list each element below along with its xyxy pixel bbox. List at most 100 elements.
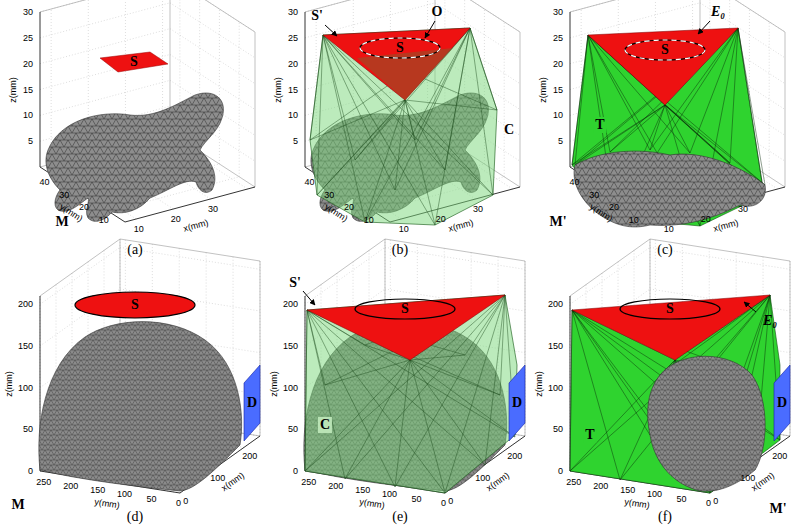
detector-plane <box>244 365 260 441</box>
source-ellipse-dash <box>625 40 705 60</box>
box-edge <box>120 239 260 261</box>
tick-label: 200 <box>283 300 298 309</box>
tick-label: 100 <box>210 474 225 483</box>
part-letter: S <box>661 43 669 57</box>
hull-edge <box>310 28 470 140</box>
tick-label: 0 <box>293 467 298 476</box>
tick-label: 10 <box>23 111 33 120</box>
tick-label: 200 <box>593 481 608 490</box>
tick-label: 15 <box>23 85 33 94</box>
part-letter: M <box>11 498 24 512</box>
hull-edge <box>738 28 765 185</box>
mesh-model <box>46 93 224 221</box>
panel-caption: (a) <box>127 243 143 257</box>
tick-label: 200 <box>548 300 563 309</box>
part-letter: S' <box>289 276 301 290</box>
grid-line <box>170 0 255 32</box>
tick-label: 200 <box>328 481 343 490</box>
axis-label: y(mm) <box>358 497 385 510</box>
hull-edge <box>410 360 485 465</box>
grid-line <box>170 3 255 58</box>
grid-line <box>219 9 220 164</box>
truncated-hull <box>570 295 780 493</box>
hull-edge <box>395 100 405 190</box>
tick-label: 100 <box>382 490 397 499</box>
grid-line <box>305 247 385 304</box>
tick-label: 50 <box>412 494 422 503</box>
tick-label: 5 <box>558 137 563 146</box>
hull-edge <box>470 28 493 195</box>
hull-edge <box>405 100 493 195</box>
tick-label: 20 <box>23 59 33 68</box>
hull-edge <box>588 35 610 152</box>
tick-label: 50 <box>23 425 33 434</box>
tick-label: 15 <box>288 85 298 94</box>
plot-panel <box>39 239 260 493</box>
grid-line <box>570 0 700 12</box>
tick-label: 50 <box>288 425 298 434</box>
tick-label: 0 <box>441 498 446 507</box>
panel-caption: (b) <box>392 243 408 257</box>
axis-label: z(mm) <box>5 371 14 397</box>
grid-line <box>40 0 170 12</box>
part-letter: T <box>593 117 606 133</box>
pointer-arrow <box>744 302 756 312</box>
mesh-model <box>648 356 765 491</box>
hull-edge <box>410 360 500 395</box>
grid-line <box>51 9 52 164</box>
axis-label: z(mm) <box>274 77 283 103</box>
hull-edge <box>572 28 738 165</box>
box-edge <box>650 239 790 261</box>
tick-label: 20 <box>344 203 354 212</box>
mesh-model <box>39 322 242 491</box>
tick-label: 40 <box>304 177 314 186</box>
hull-edge <box>500 295 505 395</box>
part-letter: C <box>504 123 514 137</box>
convex-hull <box>305 295 517 493</box>
tick-label: 250 <box>36 477 51 486</box>
axis-label: x(mm) <box>182 218 209 233</box>
tick-label: 100 <box>548 383 563 392</box>
hull-edge <box>395 360 410 487</box>
tick-label: 20 <box>79 203 89 212</box>
tick-label: 30 <box>288 8 298 17</box>
tick-label: 100 <box>740 474 755 483</box>
tick-label: 30 <box>589 190 599 199</box>
grid-line <box>769 22 770 177</box>
hull-edge <box>650 105 665 150</box>
part-letter: M <box>55 215 68 229</box>
tick-label: 10 <box>364 216 374 225</box>
source-ellipse <box>360 38 440 58</box>
grid-line <box>504 22 505 177</box>
part-letter: D <box>512 396 522 410</box>
source-triangle <box>588 28 738 105</box>
tick-label: 100 <box>647 490 662 499</box>
pointer-arrow <box>425 21 435 38</box>
tick-label: 20 <box>436 214 446 223</box>
hull-edge <box>325 360 410 385</box>
tick-label: 30 <box>473 204 483 213</box>
hull-edge <box>405 100 445 170</box>
tick-label: 20 <box>288 59 298 68</box>
part-letter: E₀ <box>763 314 777 328</box>
mesh-model <box>574 151 765 227</box>
panel-caption: (f) <box>658 510 672 524</box>
box-edge <box>170 0 255 32</box>
box-edge <box>785 32 786 187</box>
part-letter: M' <box>549 215 566 229</box>
tick-label: 10 <box>134 224 144 233</box>
axis-line <box>570 12 571 167</box>
tick-label: 25 <box>288 33 298 42</box>
axis-label: z(mm) <box>9 77 18 103</box>
pointer-arrow <box>303 291 315 305</box>
grid-line <box>700 0 785 32</box>
hull-edge <box>317 35 323 195</box>
box-edge <box>520 32 521 187</box>
tick-label: 250 <box>301 477 316 486</box>
box-edge <box>305 239 385 296</box>
tick-label: 100 <box>117 490 132 499</box>
hull-edge <box>317 100 405 195</box>
tick-label: 50 <box>147 494 157 503</box>
tick-label: 0 <box>183 497 188 506</box>
